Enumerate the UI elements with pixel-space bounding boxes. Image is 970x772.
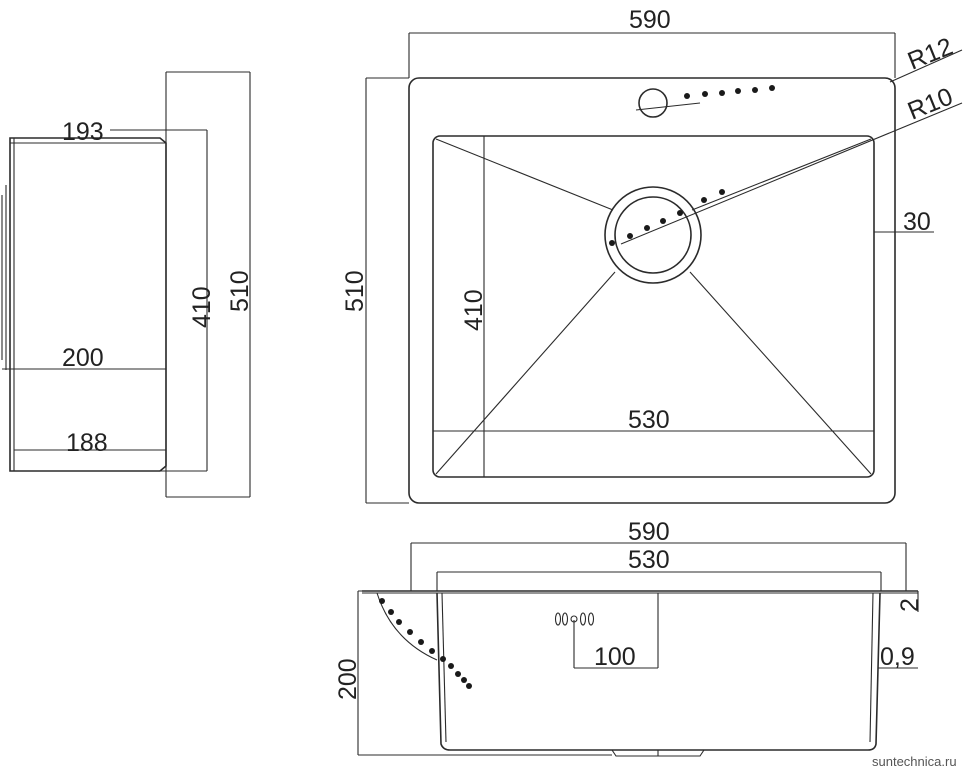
side-dim-193: 193 [62,118,104,146]
overflow-holes [554,612,595,626]
front-dim-530: 530 [628,546,670,574]
side-dim-410: 410 [188,286,216,328]
top-dim-30: 30 [903,208,931,236]
watermark: suntechnica.ru [872,754,957,769]
front-dim-200: 200 [334,658,362,700]
front-view: 590 530 2 0,9 200 100 [334,518,924,757]
front-dim-100: 100 [594,643,636,671]
top-dim-510: 510 [341,270,369,312]
front-dim-2: 2 [896,598,924,612]
top-dim-530: 530 [628,406,670,434]
top-dim-410: 410 [460,289,488,331]
top-view: 590 R12 R10 30 510 410 530 [341,6,963,504]
side-dim-188: 188 [66,429,108,457]
front-dim-0-9: 0,9 [880,643,915,671]
front-dim-590: 590 [628,518,670,546]
side-dim-200: 200 [62,344,104,372]
side-view: 193 200 188 410 510 [1,71,254,498]
top-dim-r12: R12 [904,32,957,75]
side-dim-510: 510 [226,270,254,312]
top-dim-r10: R10 [904,82,957,125]
top-dim-590: 590 [629,6,671,34]
